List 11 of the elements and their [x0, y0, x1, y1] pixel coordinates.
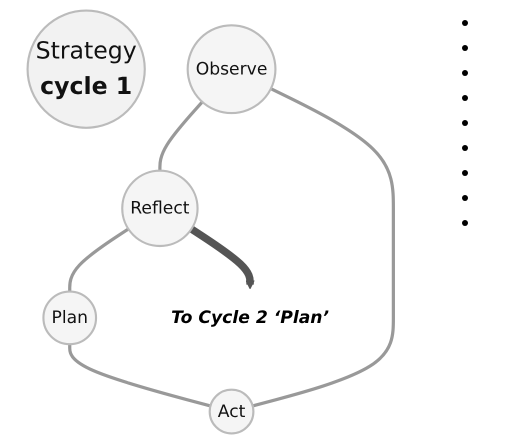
connector — [68, 344, 210, 408]
connector — [252, 87, 394, 408]
arrow — [188, 226, 254, 290]
node-circle: Plan — [42, 290, 97, 346]
connector — [68, 228, 129, 292]
node-circle: Observe — [186, 24, 276, 114]
node-text: To Cycle 2 ‘Plan’ — [170, 307, 329, 328]
node-circle: Strategy cycle 1 — [26, 10, 146, 129]
node-circle: Act — [208, 388, 254, 434]
node-circle: Reflect — [120, 170, 198, 248]
connector — [158, 100, 203, 171]
